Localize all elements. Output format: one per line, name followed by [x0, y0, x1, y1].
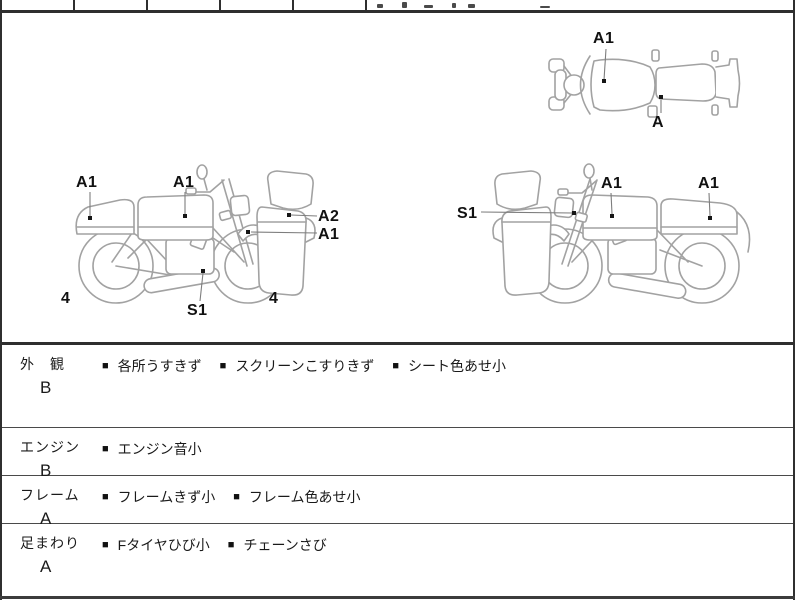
remark-item: ■ フレーム色あせ小 [233, 487, 360, 507]
remark-text: Fタイヤひび小 [117, 537, 210, 553]
table-row-frame: フレーム A ■ フレームきず小 ■ フレーム色あせ小 [2, 475, 793, 528]
damage-label: A1 [593, 30, 615, 47]
remark-item: ■ スクリーンこすりきず [220, 356, 375, 376]
clipped-text-remnant [540, 6, 550, 8]
wheel-count-label: 4 [269, 290, 278, 307]
damage-label: S1 [187, 302, 208, 319]
damage-label: A1 [173, 174, 195, 191]
leader-lines [89, 48, 711, 302]
remark-item: ■ エンジン音小 [102, 439, 202, 459]
remark-text: フレーム色あせ小 [248, 489, 361, 505]
category-label: 外 観 [20, 356, 65, 372]
grade-value: A [40, 509, 52, 528]
page-right-border [793, 0, 795, 600]
bullet-square-icon: ■ [102, 442, 109, 455]
clipped-text-remnant [424, 5, 433, 8]
grade-value: A [40, 557, 52, 576]
bullet-square-icon: ■ [219, 359, 227, 372]
damage-label: A1 [76, 174, 98, 191]
damage-label: A1 [698, 175, 720, 192]
grade-value: B [40, 461, 52, 480]
category-label: フレーム [20, 487, 80, 503]
clipped-text-remnant [402, 2, 407, 8]
damage-label: A1 [318, 226, 340, 243]
remark-item: ■ フレームきず小 [102, 487, 215, 507]
header-divider [146, 0, 148, 11]
header-bottom-border [0, 10, 795, 13]
top-view-drawing [548, 49, 741, 118]
wheel-count-label: 4 [61, 290, 70, 307]
clipped-text-remnant [452, 3, 456, 8]
header-divider [219, 0, 221, 11]
table-row-exterior: 外 観 B ■ 各所うすきず ■ スクリーンこすりきず ■ シート色あせ小 [2, 345, 793, 427]
remark-item: ■ チェーンさび [228, 535, 327, 555]
marker-dots [88, 79, 712, 273]
clipped-header-row [0, 0, 795, 13]
header-divider [292, 0, 294, 11]
page-bottom-border [0, 596, 795, 599]
grade-value: B [40, 378, 52, 397]
bullet-square-icon: ■ [227, 538, 235, 551]
inspection-remarks-table: 外 観 B ■ 各所うすきず ■ スクリーンこすりきず ■ シート色あせ小 エンジン … [2, 342, 793, 600]
remark-item: ■ シート色あせ小 [392, 356, 506, 376]
remark-text: チェーンさび [243, 537, 327, 553]
damage-label: A1 [601, 175, 623, 192]
bullet-square-icon: ■ [392, 359, 399, 372]
remark-text: フレームきず小 [117, 489, 216, 505]
category-label: 足まわり [20, 535, 80, 551]
clipped-text-remnant [468, 4, 475, 8]
category-label: エンジン [20, 439, 80, 455]
header-divider [73, 0, 75, 11]
remark-text: スクリーンこすりきず [235, 358, 375, 374]
damage-label: A [652, 114, 665, 131]
remark-text: エンジン音小 [117, 441, 202, 457]
damage-label: S1 [457, 205, 478, 222]
table-row-engine: エンジン B ■ エンジン音小 [2, 427, 793, 480]
page-left-border [0, 0, 2, 600]
remark-text: 各所うすきず [117, 358, 202, 374]
remark-item: ■ Fタイヤひび小 [102, 535, 210, 555]
remark-text: シート色あせ小 [408, 358, 506, 374]
clipped-text-remnant [377, 4, 383, 8]
remark-item: ■ 各所うすきず [102, 356, 202, 376]
damage-label: A2 [318, 208, 340, 225]
left-view-drawing [75, 164, 316, 304]
table-row-undercarriage: 足まわり A ■ Fタイヤひび小 ■ チェーンさび [2, 523, 793, 600]
bullet-square-icon: ■ [102, 359, 109, 372]
bullet-square-icon: ■ [102, 538, 109, 551]
bullet-square-icon: ■ [102, 490, 109, 503]
header-divider [365, 0, 367, 11]
bullet-square-icon: ■ [233, 490, 240, 503]
